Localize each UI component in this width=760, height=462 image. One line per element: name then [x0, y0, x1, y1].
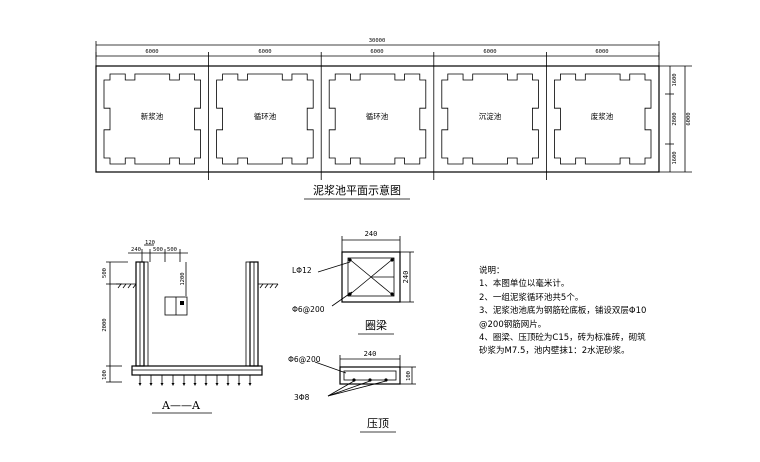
section-dim-left-mid: 2000: [102, 318, 108, 331]
anchor-tip: [215, 383, 219, 386]
seg-dim-3: 6000: [370, 49, 383, 55]
section-dim-left-top: 500: [102, 268, 108, 278]
coping-leader-top: [314, 361, 347, 374]
anchor-tip: [226, 383, 230, 386]
floor-anchors: [138, 375, 252, 386]
anchor-tip: [204, 383, 208, 386]
plan-view: 30000 6000 6000 6000 6000 6000 新浆池 循环池 循…: [95, 38, 692, 200]
anchor-tip: [182, 383, 186, 386]
pool-inner-outline: [103, 73, 202, 165]
ground-hatch: [117, 283, 279, 289]
anchor-tip: [193, 383, 197, 386]
side-dim-bottom: 1600: [672, 151, 678, 164]
pool-inner-outline: [554, 73, 652, 165]
hatch-stroke: [264, 283, 269, 289]
side-dim-top: 1600: [672, 73, 678, 86]
coping-outline: [339, 366, 401, 385]
note-item-2: 2、一组泥浆循环池共5个。: [479, 292, 584, 303]
ring-beam-leader-main: [317, 261, 351, 273]
coping-height-dim: 100: [406, 371, 412, 381]
coping-label-bottom: 3Φ8: [294, 393, 310, 402]
anchor-tip: [248, 383, 252, 386]
pool-label-5: 废浆池: [591, 111, 614, 121]
segment-dim-ticks: [95, 52, 660, 180]
hatch-stroke: [269, 283, 274, 289]
pool-label-4: 沉淀池: [479, 111, 502, 121]
coping-title: 压顶: [367, 417, 389, 430]
ring-beam-label-stirrup: Φ6@200: [292, 305, 325, 314]
section-dim-left-bottom: 100: [102, 370, 108, 380]
section-title: A——A: [161, 399, 201, 412]
notes-block: 说明： 1、本图单位以毫米计。 2、一组泥浆循环池共5个。 3、泥浆池池底为钢筋…: [479, 265, 749, 359]
side-dim-total: 6000: [686, 112, 692, 125]
pool-label-2: 循环池: [254, 111, 277, 121]
note-item-3: 3、泥浆池池底为钢筋砼底板，铺设双层Φ10: [479, 306, 647, 317]
ring-beam-leader-stirrup: [331, 291, 353, 307]
section-dim-240: 240: [131, 247, 141, 253]
coping-leader-1: [327, 380, 355, 397]
coping-leader-2: [327, 380, 371, 397]
coping-width-dim: 240: [364, 350, 377, 358]
pool-label-1: 新浆池: [141, 111, 164, 121]
ring-beam-detail: 240 240 LΦ12 Φ6@200 圈梁: [292, 230, 414, 335]
pool-label-3: 循环池: [366, 111, 389, 121]
seg-dim-5: 6000: [595, 49, 608, 55]
pool-inner-outline: [441, 73, 539, 165]
coping-detail: 240 100 Φ6@200 3Φ8 压顶: [288, 350, 416, 433]
anchor-tip: [237, 383, 241, 386]
ring-beam-height-dim: 240: [402, 271, 410, 284]
hatch-stroke: [122, 283, 127, 289]
note-item-5: 4、圈梁、压顶砼为C15，砖为标准砖，砌筑: [479, 333, 646, 344]
anchor-tip: [149, 383, 153, 386]
ring-beam-label-main: LΦ12: [292, 266, 312, 275]
section-dim-500a: 500: [153, 247, 163, 253]
pool-outlines: [103, 73, 652, 165]
overall-dim-text: 30000: [369, 38, 386, 44]
note-item-6: 砂浆为M7.5，池内壁抹1：2水泥砂浆。: [479, 346, 630, 357]
coping-label-top: Φ6@200: [288, 355, 321, 364]
seg-dim-2: 6000: [258, 49, 271, 55]
section-dim-small: 120: [145, 240, 155, 246]
section-dim-500b: 500: [167, 247, 177, 253]
pool-inner-outline: [328, 73, 427, 165]
anchor-tip: [138, 383, 142, 386]
hatch-stroke: [127, 283, 132, 289]
section-inner-dim: 1200: [180, 272, 186, 285]
hatch-stroke: [259, 283, 264, 289]
notes-heading: 说明：: [479, 266, 505, 276]
section-view: 120 240 500 500 500 2000 100 1200: [102, 240, 279, 414]
plan-outer-wall: [95, 65, 660, 173]
seg-dim-4: 6000: [483, 49, 496, 55]
note-item-1: 1、本图单位以毫米计。: [479, 279, 570, 290]
coping-leader-3: [327, 380, 387, 397]
plan-title: 泥浆池平面示意图: [313, 183, 401, 197]
ring-beam-width-dim: 240: [365, 230, 378, 238]
side-dim-mid: 2800: [672, 112, 678, 125]
anchor-tip: [160, 383, 164, 386]
ring-beam-outline: [341, 251, 401, 303]
hatch-stroke: [117, 283, 122, 289]
hatch-stroke: [274, 283, 279, 289]
ring-beam-title: 圈梁: [365, 318, 387, 332]
section-floor-slab: [131, 365, 263, 376]
note-item-4: @200钢筋网片。: [479, 319, 547, 330]
seg-dim-1: 6000: [145, 49, 158, 55]
anchor-tip: [171, 383, 175, 386]
pool-inner-outline: [216, 73, 314, 165]
